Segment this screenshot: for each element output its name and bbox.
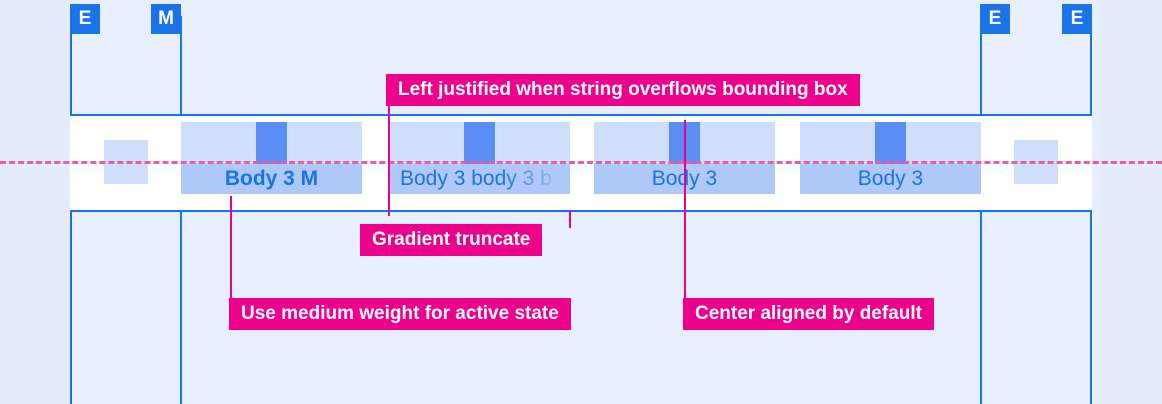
connector-overflow [388,75,390,216]
cell-bottom-fill [389,164,570,194]
cell-icon-placeholder [875,122,906,164]
cell-default-center-2[interactable]: Body 3 [800,122,981,204]
cell-bottom-fill [181,164,362,194]
cell-label: Body 3 M [224,167,319,190]
left-gutter [0,0,70,404]
cell-overflow-gradient[interactable]: Body 3 body 3 b [389,122,570,204]
cell-icon-placeholder [256,122,287,164]
connector-medium-weight [230,196,232,299]
vertical-center-guideline [0,161,1162,164]
badge-m-left-inner: M [151,4,181,34]
connector-gradient [569,210,571,228]
component-bottom-rule [70,210,1092,212]
cell-label: Body 3 body 3 b [400,167,552,190]
badge-e-right-inner: E [980,4,1010,34]
cell-icon-placeholder [464,122,495,164]
cell-bottom-fill [800,164,981,194]
right-gutter [1100,0,1162,404]
cell-label: Body 3 [857,167,924,190]
badge-e-left-outer: E [70,4,100,34]
annotation-medium-weight: Use medium weight for active state [229,298,571,330]
cell-active-medium[interactable]: Body 3 M [181,122,362,204]
annotation-center-aligned: Center aligned by default [683,298,934,330]
component-top-rule [70,114,1092,116]
connector-center-aligned [684,120,686,299]
badge-e-right-outer: E [1062,4,1092,34]
annotation-overflow: Left justified when string overflows bou… [386,74,860,106]
annotation-gradient: Gradient truncate [360,224,543,256]
